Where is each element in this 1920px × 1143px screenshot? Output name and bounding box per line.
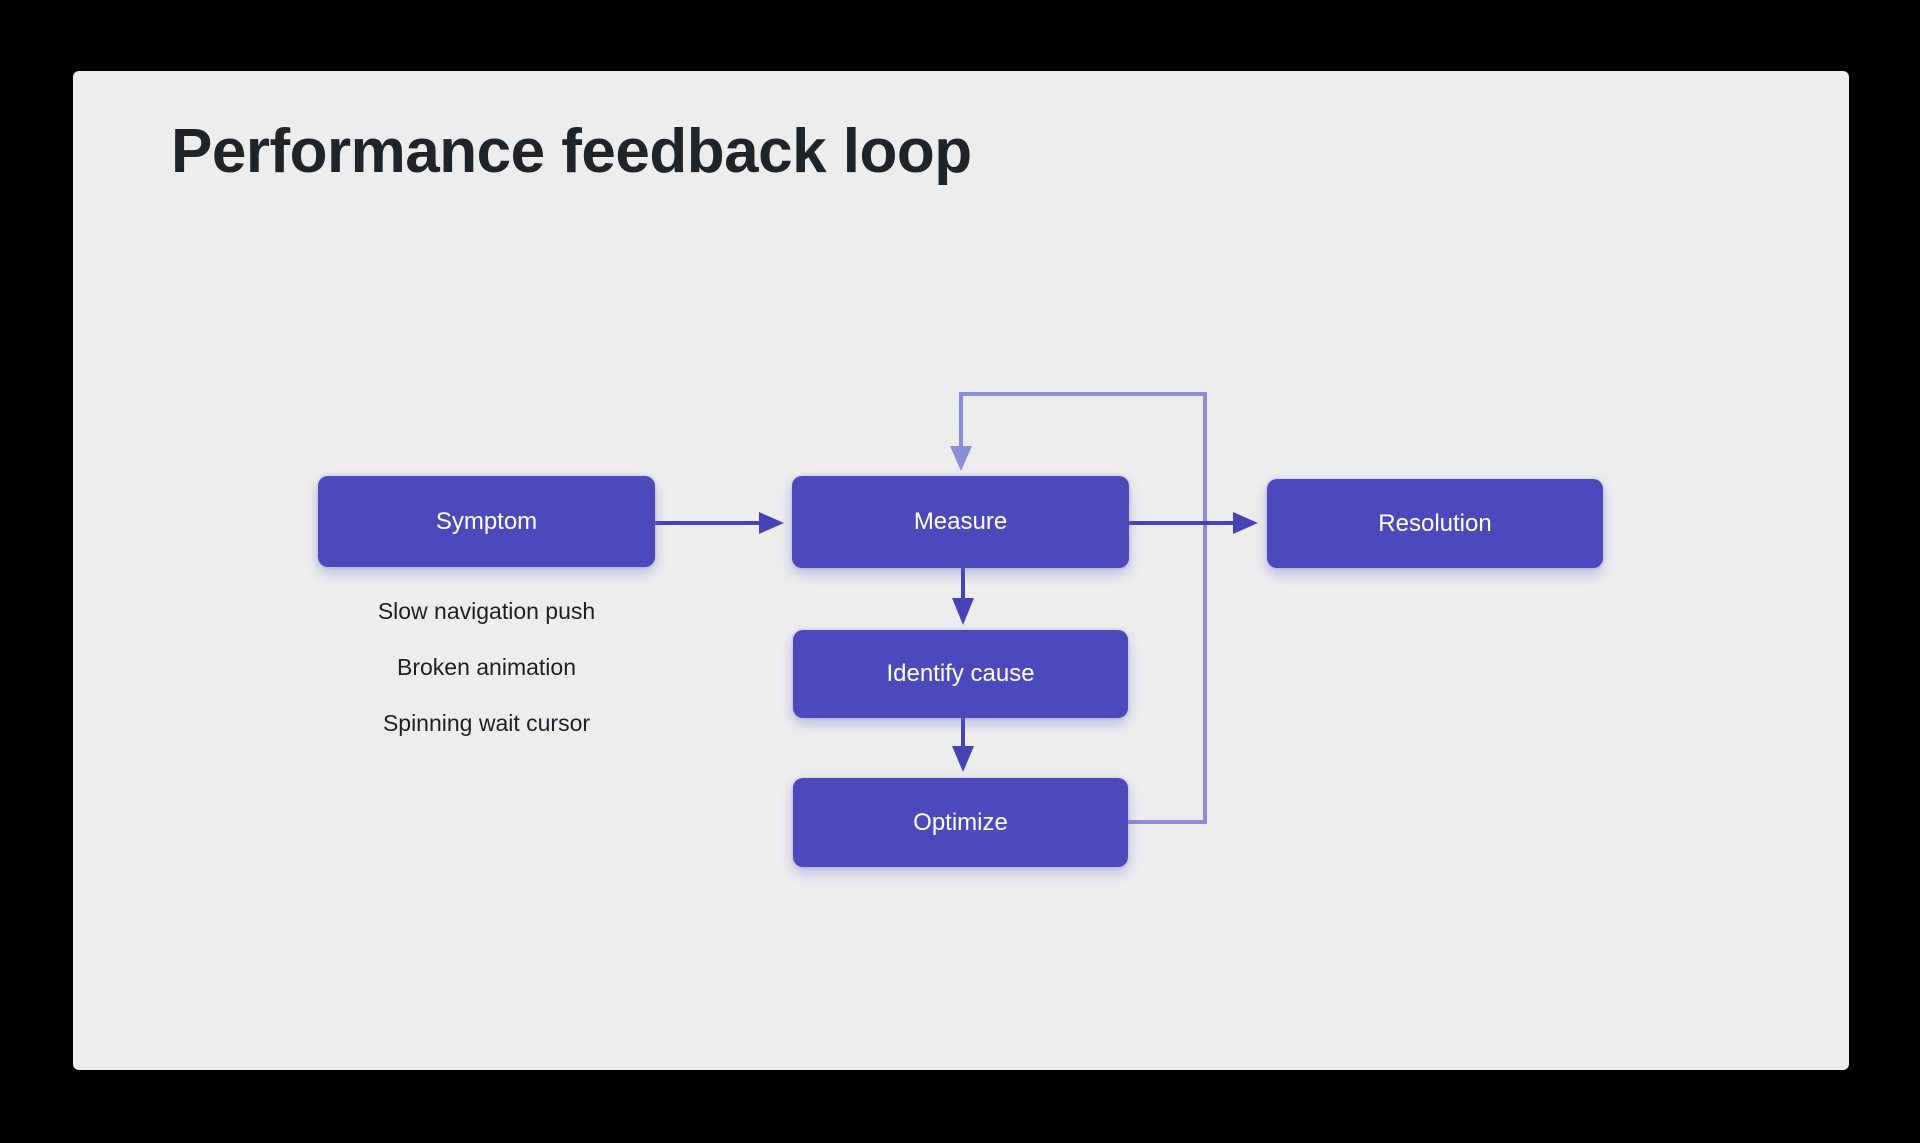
arrowhead-identify-cause-optimize bbox=[952, 746, 974, 772]
node-resolution-label: Resolution bbox=[1378, 509, 1492, 537]
node-optimize-label: Optimize bbox=[913, 808, 1008, 836]
node-optimize: Optimize bbox=[793, 778, 1128, 867]
arrowhead-measure-resolution bbox=[1233, 512, 1258, 534]
arrowhead-measure-identify-cause bbox=[952, 598, 974, 625]
node-symptom-label: Symptom bbox=[435, 507, 538, 535]
arrowhead-symptom-measure bbox=[759, 512, 784, 534]
slide-canvas: Performance feedback loop Symptom Measur… bbox=[73, 71, 1849, 1070]
node-measure: Measure bbox=[792, 476, 1129, 568]
symptom-example-item: Spinning wait cursor bbox=[382, 710, 591, 736]
symptom-example-item: Slow navigation push bbox=[377, 598, 596, 624]
node-identify-cause-label: Identify cause bbox=[886, 660, 1035, 687]
node-symptom: Symptom bbox=[318, 476, 655, 567]
node-identify-cause: Identify cause bbox=[793, 630, 1128, 718]
symptom-examples-list: Slow navigation push Broken animation Sp… bbox=[318, 583, 655, 751]
symptom-example-item: Broken animation bbox=[397, 654, 576, 680]
slide-title: Performance feedback loop bbox=[171, 117, 972, 186]
node-resolution: Resolution bbox=[1267, 479, 1603, 568]
node-measure-label: Measure bbox=[913, 508, 1008, 535]
feedback-loop-arrowhead bbox=[950, 446, 972, 471]
feedback-loop-path bbox=[959, 392, 1207, 824]
connector-layer bbox=[655, 392, 1258, 824]
